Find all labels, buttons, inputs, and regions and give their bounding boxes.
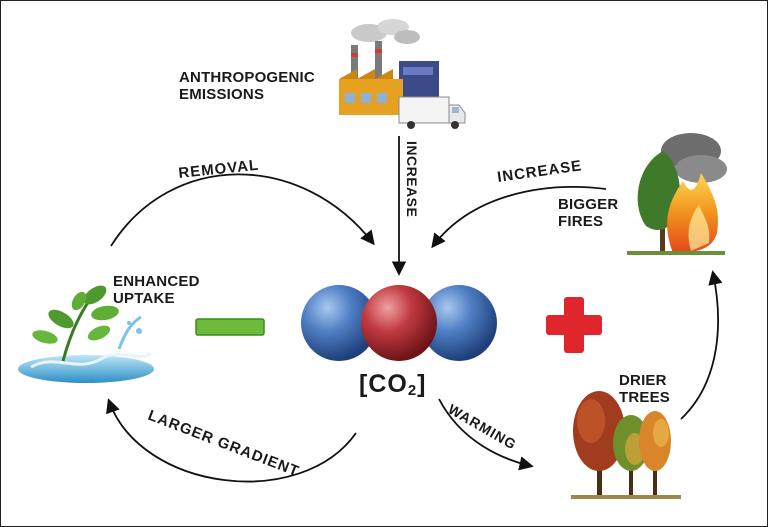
co2-text: CO [368, 370, 408, 398]
oxygen-atom-right [421, 285, 497, 361]
larger-gradient-arrow [106, 398, 357, 483]
plus-sign [546, 297, 602, 353]
co2-label: [CO2] [359, 370, 427, 399]
leaf-splash-icon [18, 285, 154, 383]
carbon-atom [361, 285, 437, 361]
truck-icon [398, 96, 466, 129]
label-anthropogenic-emissions: ANTHROPOGENIC EMISSIONS [179, 69, 315, 103]
co2-subscript: 2 [407, 382, 418, 399]
dry-trees-icon [571, 391, 681, 499]
bracket-open: [ [359, 370, 369, 398]
removal-arrow [110, 173, 375, 247]
co2-molecule [301, 285, 497, 361]
burning-tree-icon [627, 133, 727, 255]
label-enhanced-uptake: ENHANCED UPTAKE [113, 273, 200, 307]
label-removal: REMOVAL [178, 157, 260, 182]
oxygen-atom-left [301, 285, 377, 361]
increase-arc-arrow [431, 186, 607, 249]
label-bigger-fires: BIGGER FIRES [558, 196, 619, 230]
label-increase-vertical: INCREASE [404, 141, 420, 217]
label-larger-gradient: LARGER GRADIENT [146, 407, 302, 481]
minus-sign [195, 318, 265, 336]
label-drier-trees: DRIER TREES [619, 372, 671, 406]
label-increase-arc: INCREASE [496, 157, 583, 186]
bracket-close: ] [417, 370, 427, 398]
warming-arrow [438, 398, 534, 471]
drier-to-fires-arrow [680, 270, 723, 420]
